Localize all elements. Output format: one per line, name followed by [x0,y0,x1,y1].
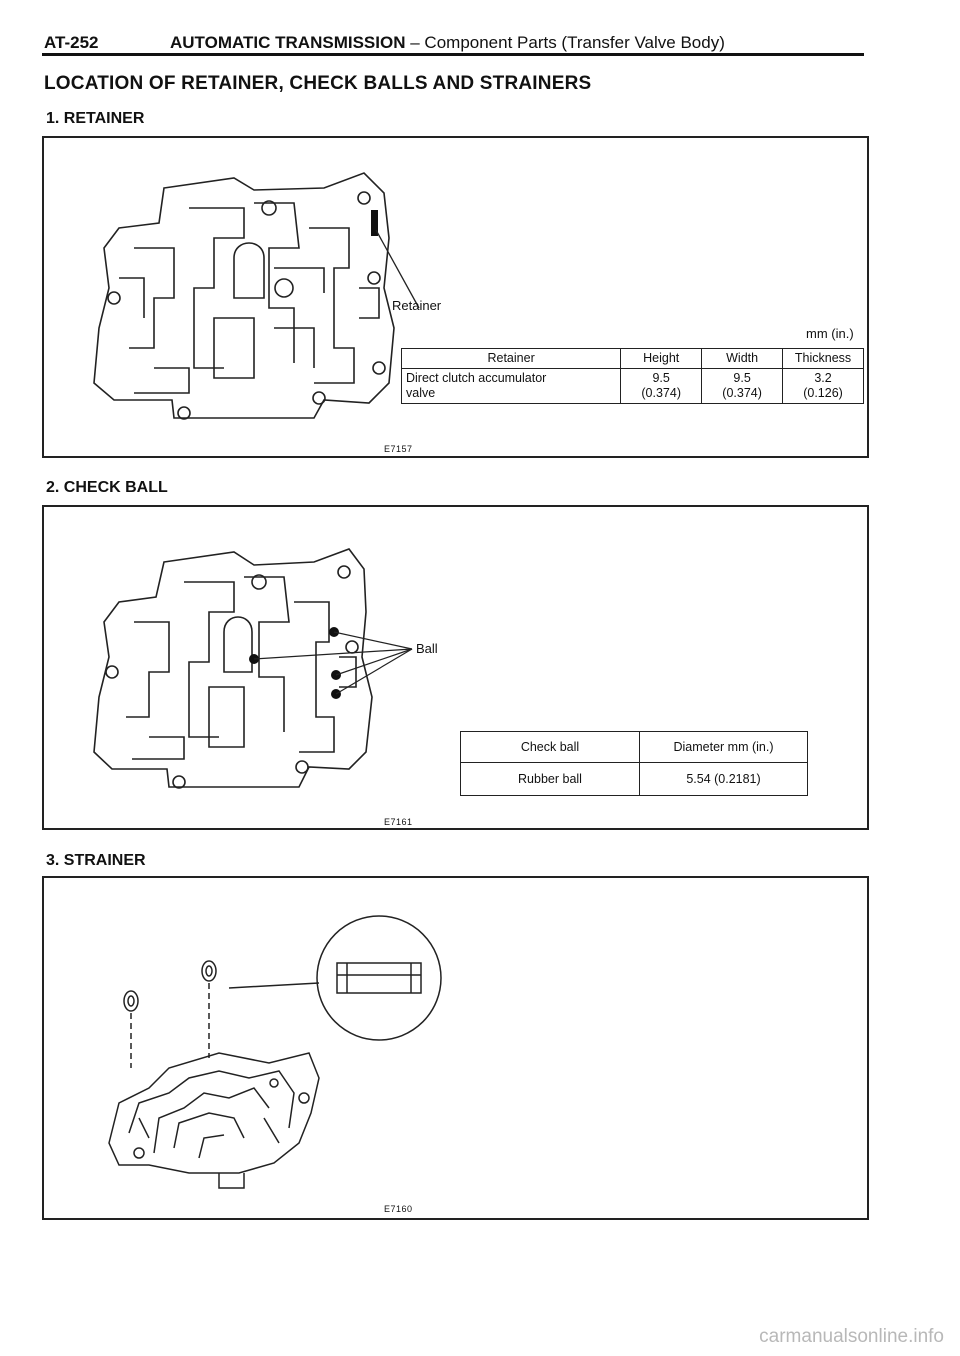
ball-type-cell: Rubber ball [460,762,640,796]
section-heading-strainer: 3. STRAINER [46,852,146,869]
page-number: AT-252 [44,33,99,52]
retainer-marker [371,210,378,236]
col-thickness: Thickness [782,348,864,369]
height-in: (0.374) [641,386,681,400]
thickness-mm: 3.2 [814,371,832,385]
section-heading-retainer: 1. RETAINER [46,110,145,127]
col-check-ball: Check ball [460,731,640,763]
retainer-name-cell: Direct clutch accumulator valve [400,368,622,404]
valve-body-drawing [93,548,413,789]
header-dash: – [410,33,420,52]
ball-callout: Ball [416,641,438,656]
col-diameter: Diameter mm (in.) [639,731,808,763]
thickness-in: (0.126) [803,386,843,400]
figure-code: E7161 [384,817,413,827]
chapter-title: AUTOMATIC TRANSMISSION [170,33,406,52]
retainer-name-line1: Direct clutch accumulator [406,371,547,385]
retainer-name-line2: valve [406,386,436,400]
strainer-exploded-drawing [108,915,442,1189]
page-title: LOCATION OF RETAINER, CHECK BALLS AND ST… [44,73,592,94]
table-row: Direct clutch accumulator valve 9.5 (0.3… [400,368,864,404]
page-header: AUTOMATIC TRANSMISSION – Component Parts… [170,33,725,53]
figure-code: E7157 [384,444,413,454]
table-header-row: Retainer Height Width Thickness [400,348,864,369]
table-header-row: Check ball Diameter mm (in.) [460,731,808,763]
header-subtitle: Component Parts (Transfer Valve Body) [424,33,725,52]
col-height: Height [620,348,703,369]
col-retainer: Retainer [400,348,622,369]
check-ball-figure-panel: Ball Check ball Diameter mm (in.) Rubber… [42,505,869,830]
thickness-cell: 3.2 (0.126) [782,368,864,404]
strainer-figure-panel: E7160 [42,876,869,1220]
col-width: Width [701,348,784,369]
header-rule [42,53,864,56]
strainer-icon [123,990,139,1012]
width-cell: 9.5 (0.374) [701,368,784,404]
retainer-callout: Retainer [392,298,442,313]
section-heading-check-ball: 2. CHECK BALL [46,479,168,496]
height-mm: 9.5 [652,371,670,385]
ball-diameter-cell: 5.54 (0.2181) [639,762,808,796]
width-mm: 9.5 [733,371,751,385]
retainer-spec-table: Retainer Height Width Thickness Direct c… [400,348,864,404]
strainer-detail-shape [336,962,422,994]
valve-body-drawing [93,172,420,420]
watermark: carmanualsonline.info [759,1326,944,1347]
strainer-icon [201,960,217,982]
table-row: Rubber ball 5.54 (0.2181) [460,762,808,796]
height-cell: 9.5 (0.374) [620,368,703,404]
figure-code: E7160 [384,1204,413,1214]
retainer-figure-panel: Retainer mm (in.) Retainer Height Width … [42,136,869,458]
strainer-detail-circle [316,915,442,1041]
retainer-unit-label: mm (in.) [806,326,854,341]
width-in: (0.374) [722,386,762,400]
check-ball-spec-table: Check ball Diameter mm (in.) Rubber ball… [460,731,808,796]
